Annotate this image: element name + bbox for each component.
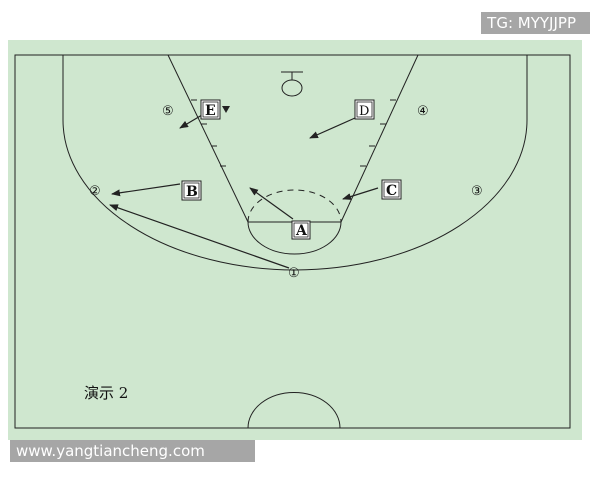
defense-player-a: A — [291, 220, 311, 240]
diagram-caption: 演示 2 — [84, 384, 128, 402]
defense-player-e: E — [200, 99, 230, 120]
pass-arrow-1-to-2 — [109, 204, 290, 269]
offense-player-4: ④ — [417, 104, 429, 119]
free-throw-circle-lower — [247, 221, 342, 255]
watermark-website: www.yangtiancheng.com — [10, 440, 255, 462]
lane-line-left — [167, 54, 249, 223]
move-arrow-b — [111, 183, 181, 197]
defense-player-d: D — [354, 99, 375, 120]
triangle-marker-icon — [222, 106, 230, 113]
three-point-line — [62, 55, 528, 271]
move-arrow-c — [342, 187, 379, 200]
offense-player-3: ③ — [471, 184, 483, 199]
svg-text:D: D — [359, 104, 369, 119]
move-arrow-a — [249, 187, 294, 220]
move-arrow-e — [179, 114, 203, 129]
defense-player-b: B — [181, 180, 202, 201]
svg-text:E: E — [205, 103, 216, 119]
offense-player-2: ② — [89, 184, 101, 199]
court-boundary — [14, 54, 571, 429]
watermark-telegram: TG: MYYJJPP — [481, 12, 590, 34]
center-circle — [247, 391, 341, 429]
free-throw-circle-upper — [247, 189, 342, 223]
offense-player-5: ⑤ — [162, 104, 174, 119]
svg-text:A: A — [295, 223, 308, 239]
svg-text:C: C — [386, 183, 397, 199]
move-arrow-d — [309, 117, 356, 139]
lane-line-right — [340, 54, 419, 223]
defense-player-c: C — [381, 179, 402, 200]
offense-player-1: ① — [288, 266, 300, 281]
basket-hoop — [281, 79, 303, 97]
court-background — [8, 40, 582, 440]
svg-text:B: B — [186, 184, 198, 200]
